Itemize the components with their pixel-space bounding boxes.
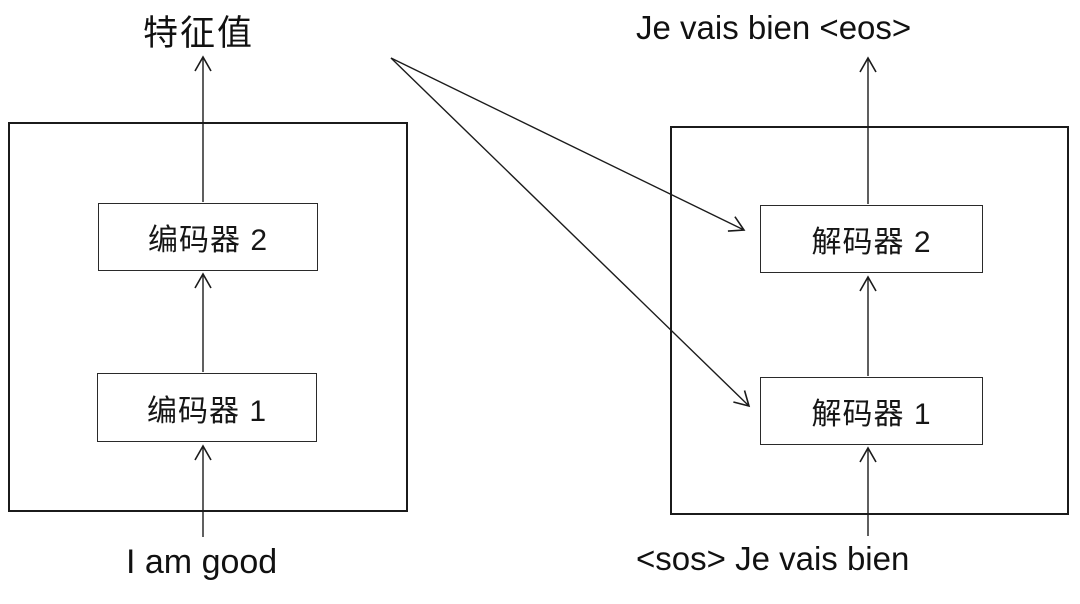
decoder-layer-1-box: 解码器 1 xyxy=(760,377,983,445)
encoder-outer-box xyxy=(8,122,408,512)
decoder-layer-1-label: 解码器 1 xyxy=(811,398,932,431)
encoder-layer-2-label: 编码器 2 xyxy=(147,224,269,257)
encoder-input-label: I am good xyxy=(126,543,278,581)
decoder-output-label: Je vais bien <eos> xyxy=(636,9,912,46)
encoder-layer-1-label: 编码器 1 xyxy=(146,394,268,428)
decoder-outer-box xyxy=(670,126,1069,515)
decoder-input-label: <sos> Je vais bien xyxy=(636,540,910,577)
encoder-output-label: 特征值 xyxy=(143,14,255,53)
encoder-layer-2-box: 编码器 2 xyxy=(98,203,318,271)
decoder-layer-2-label: 解码器 2 xyxy=(811,226,932,259)
encoder-layer-1-box: 编码器 1 xyxy=(97,373,317,442)
decoder-layer-2-box: 解码器 2 xyxy=(760,205,983,273)
